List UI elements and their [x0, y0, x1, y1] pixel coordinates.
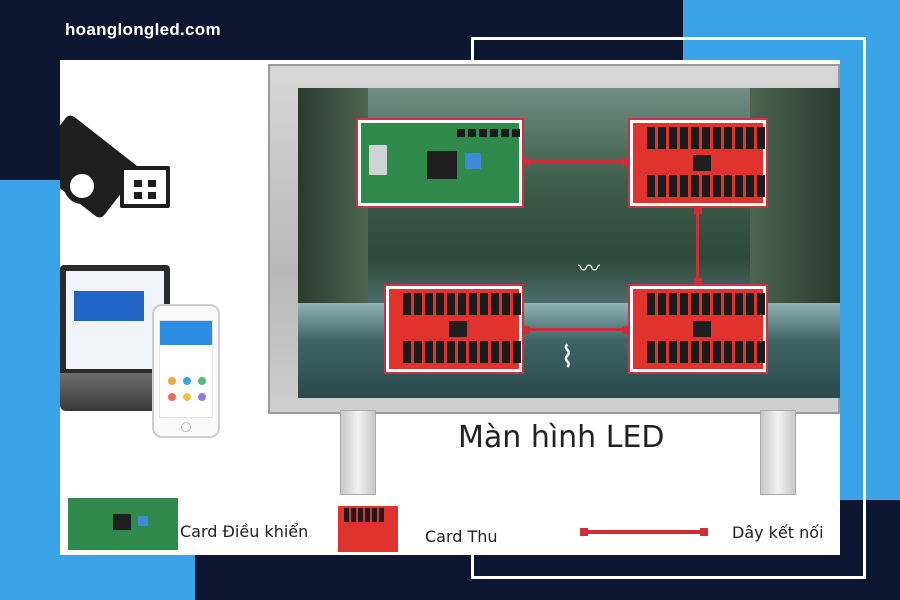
- content-panel: 〰 ⌇: [60, 60, 840, 555]
- led-screen-label: Màn hình LED: [458, 420, 665, 455]
- wire-endpoint: [522, 326, 530, 334]
- receiving-card-board-bottom-right: [628, 284, 768, 374]
- wire-endpoint: [522, 158, 530, 166]
- receiving-card-board-top-right: [628, 118, 768, 208]
- smartphone-icon: [152, 304, 220, 438]
- bird-icon: ⌇: [560, 341, 575, 374]
- screen-stand-right: [760, 410, 796, 495]
- legend-receiving-card-image: [338, 506, 398, 552]
- bird-icon: 〰: [578, 256, 601, 281]
- connection-wire: [524, 328, 628, 331]
- wire-endpoint: [622, 326, 630, 334]
- legend-control-card-image: [68, 498, 178, 550]
- control-card-board: [356, 118, 524, 208]
- connection-wire: [524, 160, 628, 163]
- screen-stand-left: [340, 410, 376, 495]
- legend-receiving-card-label: Card Thu: [425, 527, 498, 546]
- legend-control-card-label: Card Điều khiển: [180, 522, 309, 541]
- led-screen-display: 〰 ⌇: [298, 88, 840, 398]
- site-domain-label[interactable]: hoanglongled.com: [65, 20, 221, 39]
- receiving-card-board-bottom-left: [384, 284, 524, 374]
- wire-endpoint: [694, 278, 702, 286]
- legend-cable-label: Dây kết nối: [732, 523, 824, 542]
- legend-wire-endpoint: [700, 528, 708, 536]
- connection-wire: [696, 208, 699, 284]
- wire-endpoint: [622, 158, 630, 166]
- wire-endpoint: [694, 206, 702, 214]
- laptop-screen-banner: [74, 291, 144, 321]
- legend-wire: [584, 530, 704, 534]
- led-screen-frame: 〰 ⌇: [268, 64, 840, 414]
